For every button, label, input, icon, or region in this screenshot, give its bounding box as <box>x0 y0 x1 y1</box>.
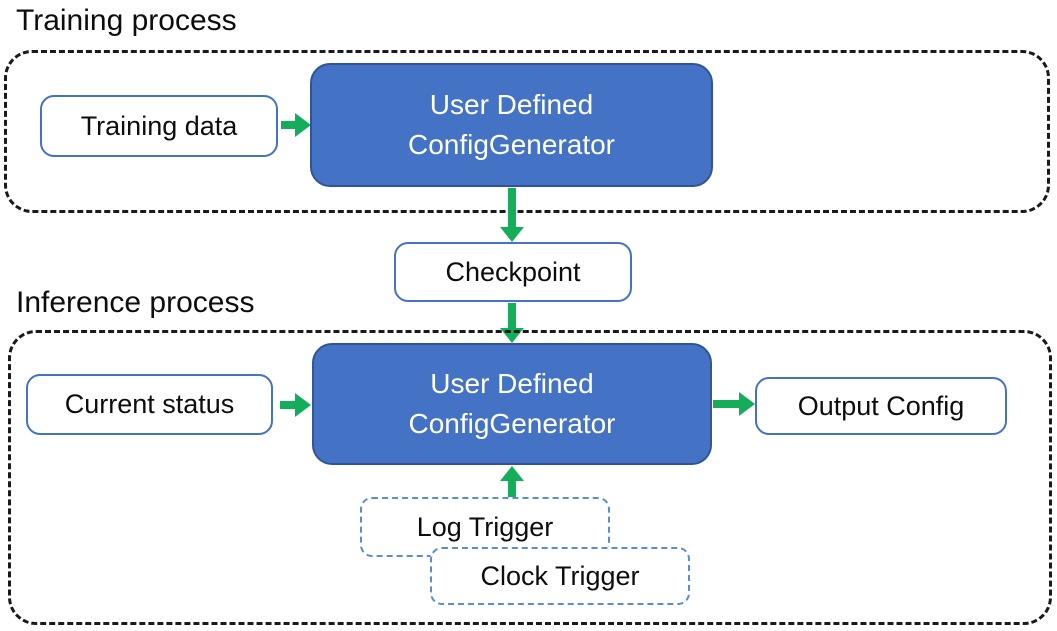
arrow-head-icon <box>500 466 524 481</box>
training-data-box: Training data <box>40 95 278 157</box>
training-generator-label: User Defined ConfigGenerator <box>407 89 615 160</box>
arrow-head-icon <box>500 227 524 242</box>
inference-generator-label: User Defined ConfigGenerator <box>408 368 616 439</box>
clock-trigger-label: Clock Trigger <box>480 560 640 591</box>
arrow-triggers-to-generator <box>500 466 524 497</box>
arrow-head-icon <box>739 392 755 416</box>
arrow-shaft <box>508 188 516 228</box>
arrow-shaft <box>281 121 297 129</box>
arrow-shaft <box>280 401 297 409</box>
training-data-label: Training data <box>80 110 238 141</box>
training-process-container <box>4 50 1050 213</box>
log-trigger-box: Log Trigger <box>360 497 610 557</box>
training-generator-box: User Defined ConfigGenerator <box>310 63 713 187</box>
clock-trigger-box: Clock Trigger <box>430 547 690 605</box>
arrow-shaft <box>713 400 741 408</box>
checkpoint-box: Checkpoint <box>394 242 632 302</box>
inference-process-container <box>8 330 1052 625</box>
log-trigger-label: Log Trigger <box>416 511 554 542</box>
output-config-label: Output Config <box>797 390 965 421</box>
inference-generator-box: User Defined ConfigGenerator <box>312 343 712 465</box>
arrow-generator-to-output-config <box>713 392 755 416</box>
arrow-shaft <box>508 480 516 497</box>
arrow-current-status-to-generator <box>280 393 311 417</box>
arrow-generator-to-checkpoint <box>500 188 524 242</box>
arrow-head-icon <box>295 113 311 137</box>
arrow-head-icon <box>295 393 311 417</box>
arrow-shaft <box>508 303 516 329</box>
inference-process-label: Inference process <box>16 286 255 319</box>
output-config-box: Output Config <box>755 377 1007 435</box>
current-status-box: Current status <box>26 374 273 435</box>
checkpoint-label: Checkpoint <box>445 256 581 287</box>
arrow-training-data-to-generator <box>281 113 311 137</box>
training-process-label: Training process <box>16 4 237 37</box>
current-status-label: Current status <box>64 389 235 419</box>
